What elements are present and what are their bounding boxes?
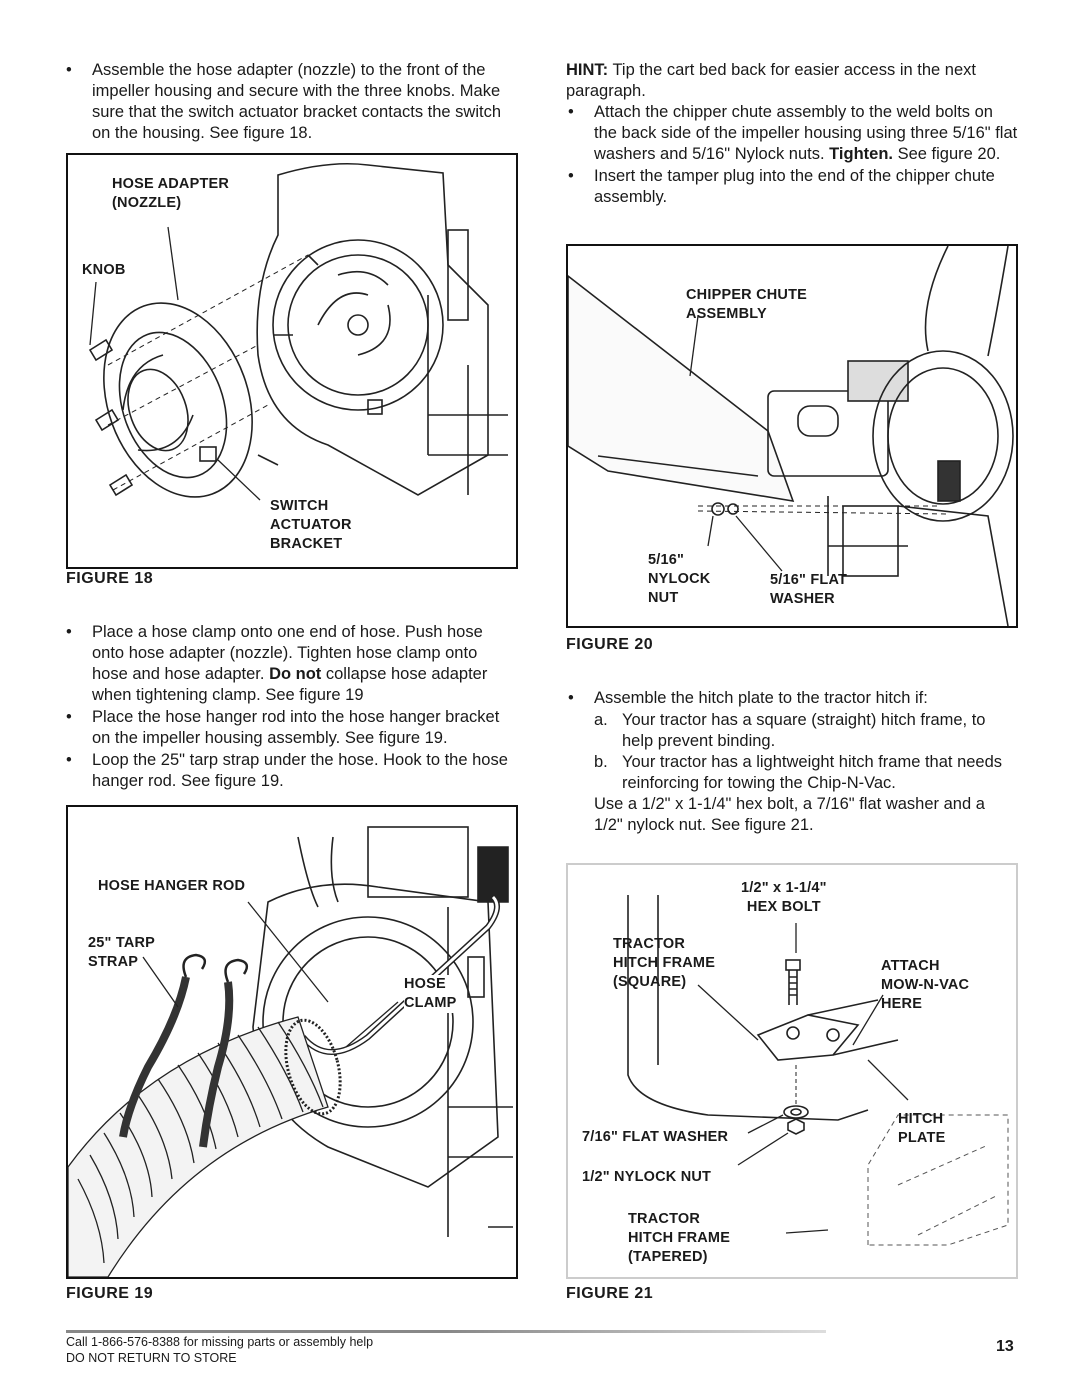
caption-figure-18: FIGURE 18 bbox=[66, 570, 154, 587]
bullet-tarp-strap: Loop the 25" tarp strap under the hose. … bbox=[64, 750, 516, 792]
label-hex-bolt: 1/2" x 1-1/4" HEX BOLT bbox=[741, 880, 827, 915]
bullet-chipper-chute: Attach the chipper chute assembly to the… bbox=[566, 102, 1018, 165]
label-nylock-nut: 5/16" NYLOCK NUT bbox=[648, 552, 711, 606]
right-mid-text: Assemble the hitch plate to the tractor … bbox=[566, 688, 1018, 836]
hint-paragraph: HINT: Tip the cart bed back for easier a… bbox=[566, 61, 976, 100]
footer-call: Call 1-866-576-8388 for missing parts or… bbox=[66, 1335, 374, 1349]
bullet-hitch-plate: Assemble the hitch plate to the tractor … bbox=[566, 688, 1018, 709]
label-tractor-hitch-square: TRACTOR HITCH FRAME (SQUARE) bbox=[613, 936, 716, 990]
bullet-hanger-rod: Place the hose hanger rod into the hose … bbox=[64, 707, 516, 749]
label-hose-adapter: HOSE ADAPTER (NOZZLE) bbox=[112, 176, 230, 211]
caption-figure-20: FIGURE 20 bbox=[566, 636, 654, 653]
label-flat-washer: 5/16" FLAT WASHER bbox=[770, 572, 848, 607]
left-top-text: Assemble the hose adapter (nozzle) to th… bbox=[64, 60, 514, 145]
label-nylock-nut-1-2: 1/2" NYLOCK NUT bbox=[582, 1169, 712, 1185]
figure-21-illustration bbox=[627, 895, 1009, 1246]
label-hose-clamp: HOSE CLAMP bbox=[404, 975, 457, 1013]
condition-a: a.Your tractor has a square (straight) h… bbox=[594, 711, 986, 750]
use-hardware-text: Use a 1/2" x 1-1/4" hex bolt, a 7/16" fl… bbox=[594, 795, 985, 834]
figure-18: HOSE ADAPTER (NOZZLE) KNOB SWITCH ACTUAT… bbox=[66, 153, 518, 569]
right-top-text: HINT: Tip the cart bed back for easier a… bbox=[566, 60, 1018, 209]
label-switch-actuator: SWITCH ACTUATOR BRACKET bbox=[270, 498, 352, 552]
label-attach-here: ATTACH MOW-N-VAC HERE bbox=[881, 958, 970, 1012]
caption-figure-19: FIGURE 19 bbox=[66, 1285, 154, 1302]
figure-21: 1/2" x 1-1/4" HEX BOLT TRACTOR HITCH FRA… bbox=[566, 863, 1018, 1279]
figure-19-illustration bbox=[68, 826, 513, 1277]
label-tractor-hitch-tapered: TRACTOR HITCH FRAME (TAPERED) bbox=[628, 1211, 731, 1265]
label-knob: KNOB bbox=[82, 262, 126, 278]
footer-rule bbox=[66, 1330, 826, 1333]
label-tarp-strap: 25" TARP STRAP bbox=[88, 935, 156, 970]
left-mid-text: Place a hose clamp onto one end of hose.… bbox=[64, 622, 516, 793]
footer-do-not-return: DO NOT RETURN TO STORE bbox=[66, 1351, 237, 1365]
page-number: 13 bbox=[996, 1338, 1014, 1355]
label-hitch-plate: HITCH PLATE bbox=[898, 1111, 946, 1146]
figure-18-illustration bbox=[88, 163, 508, 501]
figure-19: HOSE HANGER ROD 25" TARP STRAP HOSE CLAM… bbox=[66, 805, 518, 1279]
caption-figure-21: FIGURE 21 bbox=[566, 1285, 654, 1302]
label-flat-washer-7-16: 7/16" FLAT WASHER bbox=[582, 1129, 729, 1145]
condition-b: b.Your tractor has a lightweight hitch f… bbox=[594, 753, 1003, 792]
bullet-tamper-plug: Insert the tamper plug into the end of t… bbox=[566, 166, 1018, 208]
bullet-hose-adapter: Assemble the hose adapter (nozzle) to th… bbox=[64, 60, 514, 144]
bullet-hose-clamp: Place a hose clamp onto one end of hose.… bbox=[64, 622, 516, 706]
label-chipper-chute: CHIPPER CHUTE ASSEMBLY bbox=[686, 287, 808, 322]
label-hose-hanger-rod: HOSE HANGER ROD bbox=[98, 878, 246, 894]
figure-20-illustration bbox=[568, 246, 1014, 626]
figure-20: CHIPPER CHUTE ASSEMBLY 5/16" NYLOCK NUT … bbox=[566, 244, 1018, 628]
